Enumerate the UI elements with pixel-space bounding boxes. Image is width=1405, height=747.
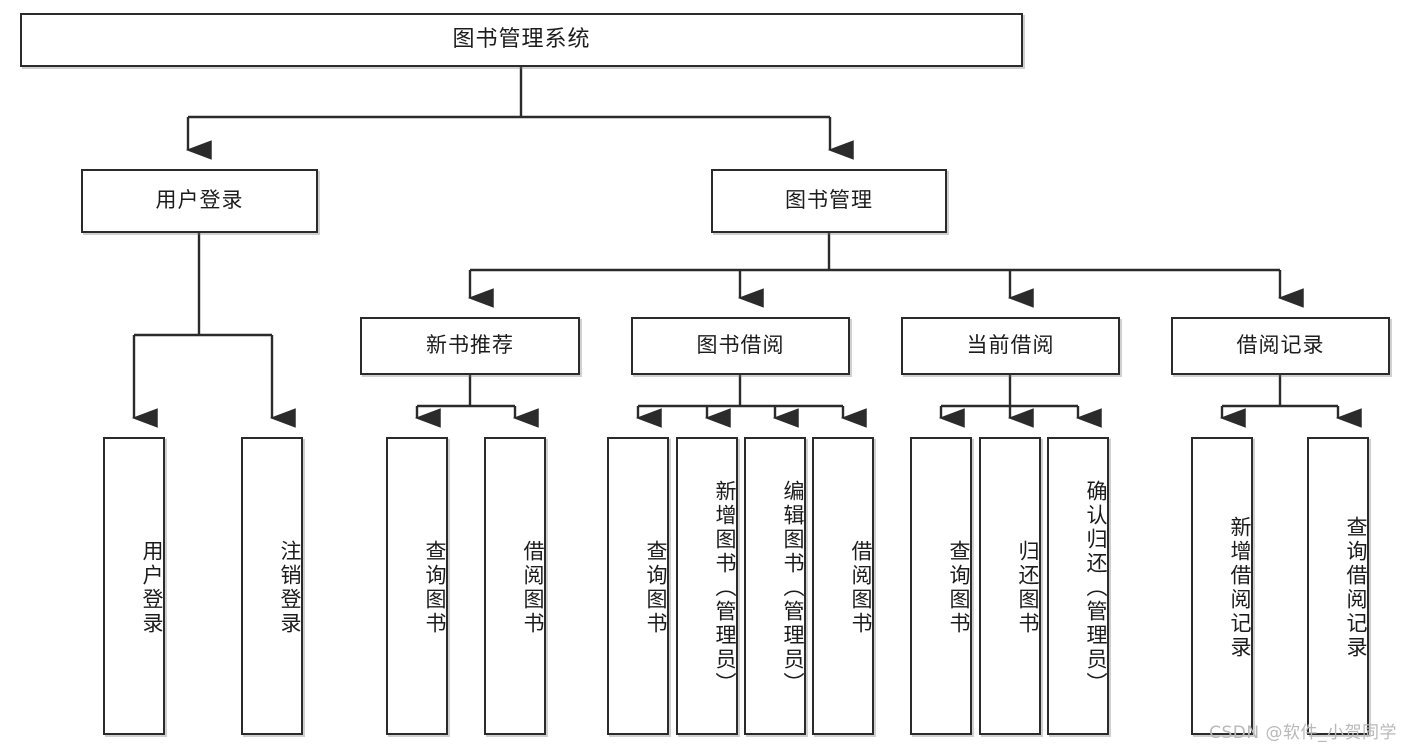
node-book-borrow[interactable]: 图书借阅 xyxy=(631,317,850,375)
leaf-return-book[interactable]: 归还图书 xyxy=(979,437,1041,735)
leaf-add-book-admin[interactable]: 新增图书（管理员） xyxy=(676,437,738,735)
node-user-login[interactable]: 用户登录 xyxy=(81,169,318,233)
node-new-book-recommend[interactable]: 新书推荐 xyxy=(360,317,580,375)
node-borrow-record[interactable]: 借阅记录 xyxy=(1171,317,1390,375)
csdn-watermark: CSDN @软件_小贺同学 xyxy=(1209,723,1397,743)
node-book-management[interactable]: 图书管理 xyxy=(711,169,947,233)
leaf-query-borrow-record[interactable]: 查询借阅记录 xyxy=(1307,437,1369,735)
leaf-query-book-recommend[interactable]: 查询图书 xyxy=(386,437,448,735)
leaf-edit-book-admin[interactable]: 编辑图书（管理员） xyxy=(744,437,806,735)
leaf-logout[interactable]: 注销登录 xyxy=(241,437,303,735)
leaf-query-book-borrow[interactable]: 查询图书 xyxy=(607,437,669,735)
leaf-borrow-book-recommend[interactable]: 借阅图书 xyxy=(484,437,546,735)
leaf-borrow-book[interactable]: 借阅图书 xyxy=(812,437,874,735)
node-current-borrow[interactable]: 当前借阅 xyxy=(901,317,1120,375)
node-root-book-management-system[interactable]: 图书管理系统 xyxy=(20,13,1023,67)
leaf-confirm-return-admin[interactable]: 确认归还（管理员） xyxy=(1047,437,1109,735)
leaf-query-book-current[interactable]: 查询图书 xyxy=(910,437,972,735)
leaf-user-login[interactable]: 用户登录 xyxy=(103,437,165,735)
leaf-add-borrow-record[interactable]: 新增借阅记录 xyxy=(1191,437,1253,735)
